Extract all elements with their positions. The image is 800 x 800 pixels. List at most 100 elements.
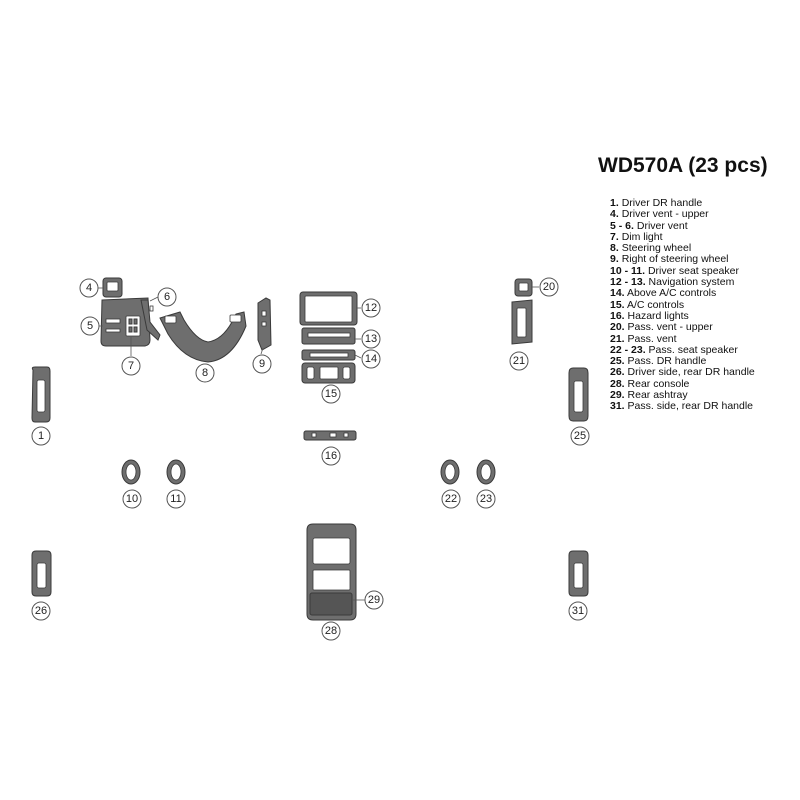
part-29-rear-ashtray (309, 592, 353, 616)
legend-item-number: 26. (610, 366, 625, 379)
legend-item-number: 8. (610, 242, 619, 255)
legend-item-number: 31. (610, 400, 625, 413)
part-16-hazard-lights (303, 430, 357, 441)
legend-item-text: Pass. seat speaker (648, 343, 738, 356)
callout-22-label: 22 (445, 493, 457, 505)
callout-15-label: 15 (325, 388, 337, 400)
part-10-driver-seat-speaker (121, 459, 141, 485)
legend-item: 7. Dim light (610, 230, 755, 243)
legend-item-text: A/C controls (626, 298, 685, 311)
callout-29: 29 (364, 590, 384, 610)
callout-28: 28 (321, 621, 341, 641)
legend-item-number: 29. (610, 389, 625, 402)
callout-21-label: 21 (513, 355, 525, 367)
legend-item: 21. Pass. vent (610, 332, 755, 345)
callout-6: 6 (157, 287, 177, 307)
callout-9-label: 9 (259, 358, 265, 370)
legend-item: 8. Steering wheel (610, 242, 755, 255)
legend-item-text: Hazard lights (627, 309, 689, 322)
leader-lines (98, 286, 539, 601)
callout-8-label: 8 (202, 367, 208, 379)
part-21-pass-vent (511, 299, 533, 345)
legend-item-text: Driver seat speaker (647, 264, 739, 277)
legend-item-text: Right of steering wheel (621, 253, 729, 266)
callout-14-label: 14 (365, 353, 377, 365)
parts-legend: 1. Driver DR handle 4. Driver vent - upp… (610, 197, 755, 413)
legend-item-text: Pass. vent - upper (627, 321, 713, 334)
legend-item: 29. Rear ashtray (610, 389, 755, 402)
legend-item-number: 21. (610, 332, 625, 345)
legend-item: 28. Rear console (610, 377, 755, 390)
part-23-pass-seat-speaker (476, 459, 496, 485)
callout-5: 5 (80, 316, 100, 336)
legend-item: 12 - 13. Navigation system (610, 276, 755, 289)
legend-item: 22 - 23. Pass. seat speaker (610, 343, 755, 356)
legend-item-text: Driver side, rear DR handle (627, 366, 755, 379)
legend-item: 1. Driver DR handle (610, 197, 755, 209)
legend-item-number: 1. (610, 197, 619, 209)
legend-item-number: 7. (610, 230, 619, 243)
callout-20: 20 (539, 277, 559, 297)
callout-26: 26 (31, 601, 51, 621)
legend-item-number: 15. (610, 298, 625, 311)
legend-item-number: 4. (610, 208, 619, 221)
part-1-driver-dr-handle (31, 366, 51, 423)
callout-26-label: 26 (35, 605, 47, 617)
callout-22: 22 (441, 489, 461, 509)
legend-item-text: Pass. DR handle (627, 355, 707, 368)
legend-item: 14. Above A/C controls (610, 288, 755, 300)
legend-item: 25. Pass. DR handle (610, 355, 755, 368)
legend-item-number: 10 - 11. (610, 264, 646, 277)
legend-item: 15. A/C controls (610, 298, 755, 311)
callout-7-label: 7 (128, 360, 134, 372)
legend-item-number: 12 - 13. (610, 276, 646, 289)
callout-1-label: 1 (38, 430, 44, 442)
part-31-pass-rear-dr-handle (568, 550, 589, 597)
part-5-driver-vent (100, 297, 151, 347)
legend-item-number: 22 - 23. (610, 343, 646, 356)
callout-23-label: 23 (480, 493, 492, 505)
callout-1: 1 (31, 426, 51, 446)
legend-item: 16. Hazard lights (610, 309, 755, 322)
callout-28-label: 28 (325, 625, 337, 637)
callout-4-label: 4 (86, 282, 92, 294)
legend-item-text: Pass. side, rear DR handle (627, 400, 754, 413)
legend-item-text: Rear ashtray (627, 389, 688, 402)
legend-item-number: 5 - 6. (610, 219, 634, 232)
callout-10: 10 (122, 489, 142, 509)
callout-13-label: 13 (365, 333, 377, 345)
callout-15: 15 (321, 384, 341, 404)
legend-item: 4. Driver vent - upper (610, 208, 755, 221)
part-22-pass-seat-speaker (440, 459, 460, 485)
legend-item-number: 9. (610, 253, 619, 266)
callout-14: 14 (361, 349, 381, 369)
part-26-driver-rear-dr-handle (31, 550, 52, 597)
legend-item-number: 28. (610, 377, 625, 390)
callout-11: 11 (166, 489, 186, 509)
legend-item: 26. Driver side, rear DR handle (610, 366, 755, 379)
part-15-ac-controls (301, 362, 356, 384)
part-12-navigation-system (299, 291, 358, 326)
callout-23: 23 (476, 489, 496, 509)
legend-item-text: Rear console (627, 377, 690, 390)
callout-11-label: 11 (170, 493, 181, 505)
legend-item-text: Dim light (621, 230, 663, 243)
part-8-steering-wheel (159, 311, 247, 363)
part-25-pass-dr-handle (568, 367, 589, 422)
part-11-driver-seat-speaker (166, 459, 186, 485)
legend-item-text: Driver DR handle (621, 197, 703, 209)
legend-item: 9. Right of steering wheel (610, 253, 755, 266)
callout-29-label: 29 (368, 594, 380, 606)
legend-item-text: Driver vent (636, 219, 688, 232)
part-4-driver-vent-upper (102, 277, 123, 298)
legend-item-text: Driver vent - upper (621, 208, 709, 221)
callout-20-label: 20 (543, 281, 555, 293)
callout-4: 4 (79, 278, 99, 298)
part-14-above-ac-controls (301, 349, 356, 361)
callout-12: 12 (361, 298, 381, 318)
callout-31: 31 (568, 601, 588, 621)
part-13-navigation-lower (301, 327, 356, 345)
callout-16-label: 16 (325, 450, 337, 462)
callout-25-label: 25 (574, 430, 586, 442)
